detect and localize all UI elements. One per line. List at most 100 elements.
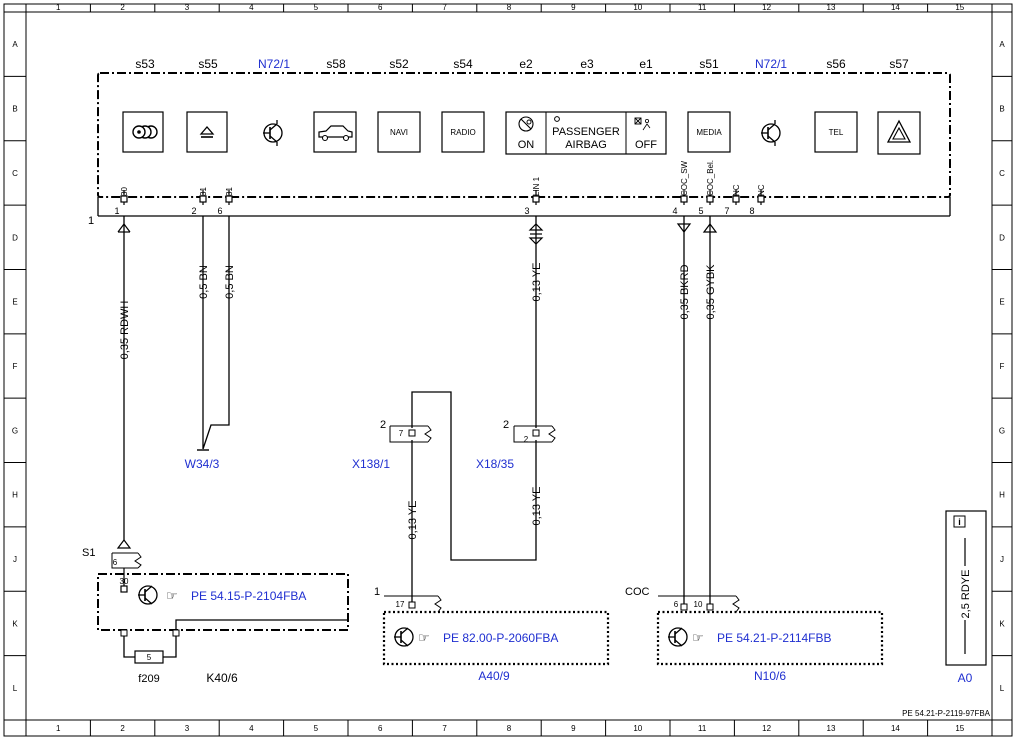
legend-wire-label: 2,5 RDYE — [960, 570, 972, 619]
pin-number-1: 1 — [114, 206, 119, 216]
vehicle-button — [313, 111, 357, 153]
grid-labels: 1122334455667788991010111112121313141415… — [12, 3, 1005, 733]
sheet-frame — [3, 3, 1013, 737]
grid-column-label: 12 — [762, 724, 771, 733]
x18-35-label[interactable]: X18/35 — [476, 457, 514, 471]
grid-column-label: 11 — [698, 3, 707, 12]
grid-row-label: J — [13, 555, 17, 564]
panel-label-n72-1-b[interactable]: N72/1 — [755, 57, 787, 71]
pin-number-8: 8 — [749, 206, 754, 216]
pin-label-coc-bel: COC_Bel. — [706, 160, 715, 196]
media-label: MEDIA — [696, 128, 722, 137]
wire-label-bn-b: 0,5 BN — [224, 265, 236, 299]
transistor-icon — [263, 120, 283, 146]
grid-column-label: 3 — [185, 724, 190, 733]
hazard-icon — [886, 119, 912, 143]
n10-6-label[interactable]: N10/6 — [754, 669, 786, 683]
grid-row-label: H — [12, 491, 18, 500]
grid-row-label: F — [13, 362, 18, 371]
x18-pin: 2 — [524, 435, 529, 444]
document-id: PE 54.21-P-2119-97FBA — [902, 709, 991, 718]
tel-label: TEL — [829, 128, 844, 137]
connector-x138-1: 2 7 X138/1 — [352, 419, 432, 471]
fuse-value: 5 — [147, 653, 152, 662]
grid-column-label: 13 — [827, 724, 836, 733]
panel-label-s55: s55 — [198, 57, 218, 71]
pin-label-nc-a: NC — [732, 184, 741, 196]
grid-column-label: 7 — [442, 3, 447, 12]
grid-row-label: C — [12, 169, 18, 178]
grid-column-label: 2 — [120, 3, 125, 12]
grid-row-label: B — [12, 105, 17, 114]
k40-pin: 30 — [120, 577, 129, 586]
x18-number: 2 — [503, 419, 509, 431]
grid-column-label: 10 — [633, 3, 642, 12]
transistor-icon — [668, 627, 688, 647]
legend-code[interactable]: A0 — [958, 671, 973, 685]
passenger-airbag-indicator: ON PASSENGER AIRBAG OFF — [505, 111, 667, 155]
grid-row-label: E — [12, 298, 17, 307]
grid-row-label: D — [12, 233, 18, 242]
grid-column-label: 6 — [378, 724, 383, 733]
transistor-icon — [394, 627, 414, 647]
wire-label-ye-b: 0,13 YE — [407, 501, 419, 540]
info-icon: i — [958, 517, 961, 527]
grid-column-label: 10 — [633, 724, 642, 733]
grid-column-label: 6 — [378, 3, 383, 12]
grid-column-label: 7 — [442, 724, 447, 733]
car-icon — [318, 125, 353, 142]
wire-label-gybk: 0,35 GYBK — [705, 264, 717, 320]
pin-label-lin1: LIN 1 — [532, 176, 541, 196]
fuse-f209-label: f209 — [138, 673, 159, 685]
tel-button: TEL — [814, 111, 858, 153]
control-panel — [97, 72, 951, 217]
wire-arrows — [116, 223, 718, 549]
panel-label-n72-1-a[interactable]: N72/1 — [258, 57, 290, 71]
navi-label: NAVI — [390, 128, 408, 137]
x138-1-label[interactable]: X138/1 — [352, 457, 390, 471]
panel-label-s54: s54 — [453, 57, 473, 71]
panel-label-e3: e3 — [580, 57, 594, 71]
coc-label: COC — [625, 586, 650, 598]
grid-row-label: J — [1000, 555, 1004, 564]
module-a40-9: 1 17 ☞ PE 82.00-P-2060FBA A40/9 — [374, 586, 610, 683]
a40-9-label[interactable]: A40/9 — [478, 669, 510, 683]
radio-button: RADIO — [441, 111, 485, 153]
k40-reference-link[interactable]: PE 54.15-P-2104FBA — [191, 589, 306, 603]
grid-column-label: 4 — [249, 724, 254, 733]
grid-column-label: 3 — [185, 3, 190, 12]
a40-reference-link[interactable]: PE 82.00-P-2060FBA — [443, 631, 558, 645]
module-n10-6: COC 6 10 ☞ PE 54.21-P-2114FBB N10/6 — [625, 586, 884, 683]
n10-reference-link[interactable]: PE 54.21-P-2114FBB — [717, 631, 832, 645]
pin-number-3: 3 — [524, 206, 529, 216]
wire-label-bkrd: 0,35 BKRD — [679, 264, 691, 319]
airbag-off-label: OFF — [635, 139, 657, 151]
s1-label: S1 — [82, 547, 95, 559]
connector-x18-35: 2 2 X18/35 — [476, 419, 556, 471]
transistor-icon — [761, 120, 781, 146]
grid-column-label: 8 — [507, 3, 512, 12]
panel-label-s56: s56 — [826, 57, 846, 71]
grid-column-label: 4 — [249, 3, 254, 12]
grid-row-label: A — [12, 40, 18, 49]
pointing-hand-icon: ☞ — [692, 630, 704, 645]
grid-row-label: G — [999, 426, 1005, 435]
grid-column-label: 14 — [891, 3, 900, 12]
pin-label-31-a: 31 — [199, 187, 208, 196]
airbag-symbol-icon — [634, 117, 651, 131]
grid-column-label: 8 — [507, 724, 512, 733]
grid-ticks — [4, 4, 1012, 736]
grid-row-label: L — [13, 684, 18, 693]
grid-row-label: F — [1000, 362, 1005, 371]
panel-label-s57: s57 — [889, 57, 909, 71]
n10-pin-10: 10 — [694, 600, 703, 609]
s1-pin: 6 — [113, 558, 118, 567]
legend-box: i 2,5 RDYE A0 — [945, 510, 987, 685]
panel-label-s58: s58 — [326, 57, 346, 71]
grid-column-label: 11 — [698, 724, 707, 733]
w34-3-label[interactable]: W34/3 — [185, 457, 220, 471]
pointing-hand-icon: ☞ — [166, 588, 178, 603]
grid-column-label: 15 — [955, 724, 964, 733]
pin-label-30: 30 — [120, 187, 129, 196]
panel-label-s52: s52 — [389, 57, 409, 71]
